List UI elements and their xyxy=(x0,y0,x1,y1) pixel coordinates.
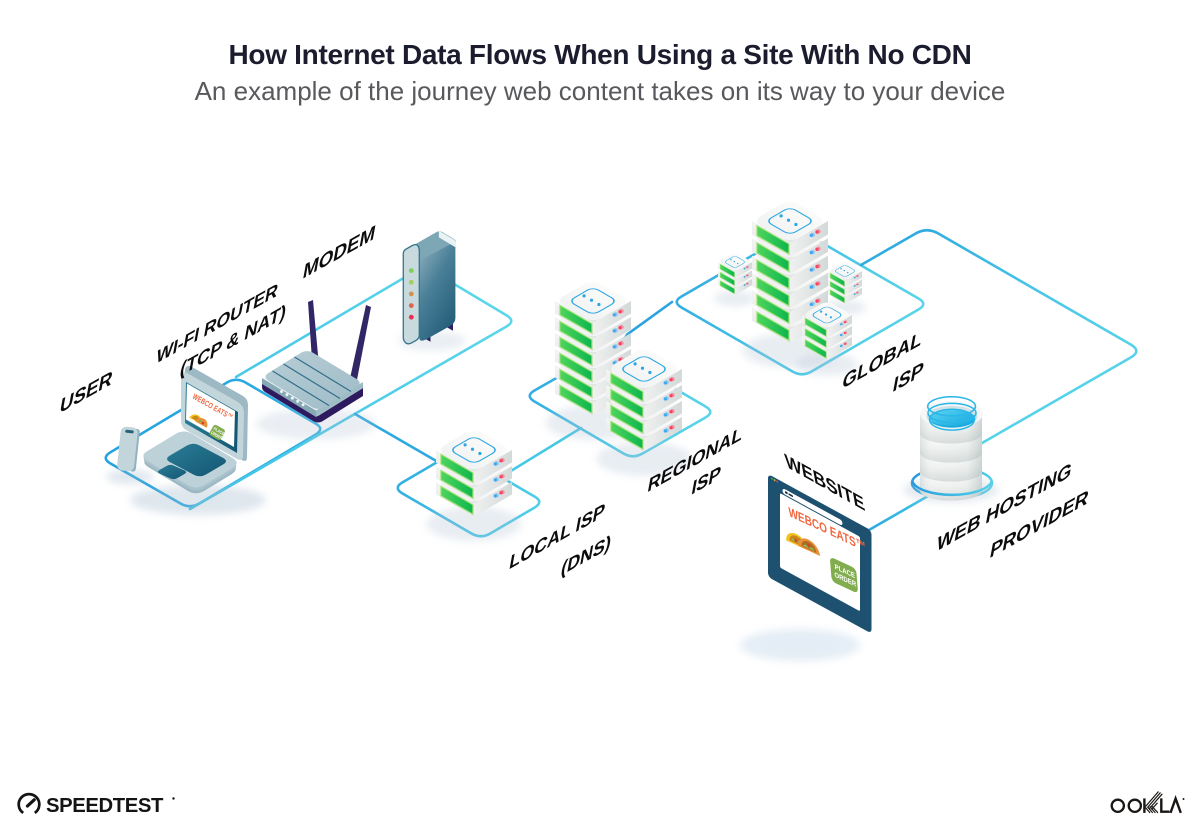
svg-text:How Internet Data Flows When U: How Internet Data Flows When Using a Sit… xyxy=(229,39,972,70)
svg-text:USER: USER xyxy=(58,366,115,419)
svg-text:PLACE: PLACE xyxy=(213,427,226,437)
svg-text:LOCAL ISP: LOCAL ISP xyxy=(508,499,607,575)
svg-text:SPEEDTEST: SPEEDTEST xyxy=(46,795,164,817)
svg-text:An example of the journey web: An example of the journey web content ta… xyxy=(195,76,1006,106)
svg-text:ORDER: ORDER xyxy=(210,431,223,441)
svg-text:ISP: ISP xyxy=(891,357,926,397)
svg-text:MODEM: MODEM xyxy=(301,220,377,284)
